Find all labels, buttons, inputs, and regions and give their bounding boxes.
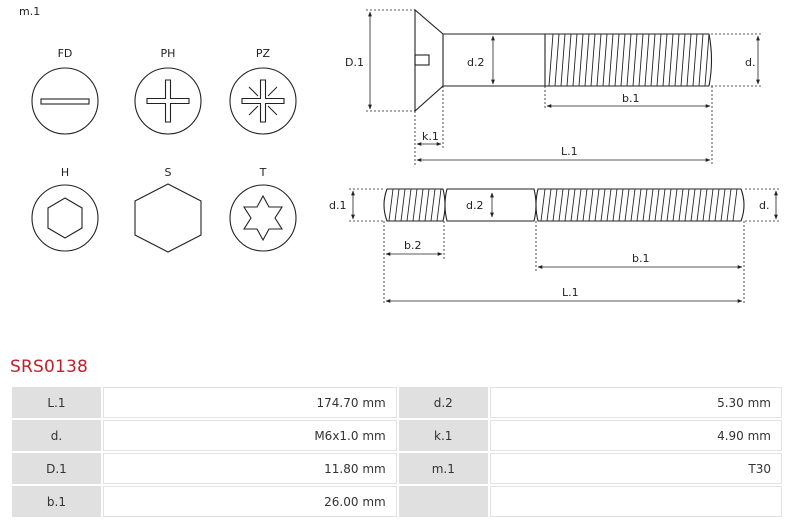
screw-dim-d: d. [745,56,755,69]
screw-dim-L1: L.1 [561,145,578,158]
drive-label-h: H [61,166,69,179]
stud-dimension-lines [349,188,780,305]
torx-icon [229,184,297,252]
drive-label-ph: PH [161,47,176,60]
stud-dim-b2: b.2 [404,239,421,252]
screw-dim-k1: k.1 [422,130,439,143]
spec-label: d.2 [398,387,488,418]
m1-label: m.1 [19,5,40,18]
spec-label: k.1 [398,420,488,451]
drive-label-s: S [165,166,172,179]
stud-bolt-drawing [383,188,745,222]
spec-label: L.1 [12,387,101,418]
table-row: d. M6x1.0 mm k.1 4.90 mm [12,420,782,451]
product-code-title: SRS0138 [10,357,89,377]
stud-dim-d2: d.2 [466,199,483,212]
spec-value: 174.70 mm [102,387,397,418]
drive-label-t: T [259,166,267,179]
spec-label: d. [12,420,101,451]
spec-value: 26.00 mm [102,486,397,517]
table-row: b.1 26.00 mm [12,486,782,517]
spec-value [489,486,782,517]
spec-label: m.1 [398,453,488,484]
technical-drawing: m.1 FD PH PZ H S [19,5,780,305]
stud-dim-L1: L.1 [562,286,579,299]
pozidriv-icon [229,67,297,135]
screw-dim-d2: d.2 [467,56,484,69]
spec-value: M6x1.0 mm [102,420,397,451]
spec-value: T30 [489,453,782,484]
spec-label [398,486,488,517]
spec-value: 5.30 mm [489,387,782,418]
table-row: L.1 174.70 mm d.2 5.30 mm [12,387,782,418]
flat-slot-icon [31,67,99,135]
drive-label-fd: FD [58,47,73,60]
drive-types-legend: FD PH PZ H S T [31,47,297,253]
hex-head-icon [134,183,202,253]
stud-thread-hatching [388,188,738,222]
spec-table: L.1 174.70 mm d.2 5.30 mm d. M6x1.0 mm k… [10,385,784,519]
screw-dimension-lines [366,9,762,165]
table-row: D.1 11.80 mm m.1 T30 [12,453,782,484]
hex-socket-icon [31,184,99,252]
countersunk-screw-drawing [414,8,713,113]
drive-label-pz: PZ [256,47,271,60]
spec-label: D.1 [12,453,101,484]
spec-label: b.1 [12,486,101,517]
screw-thread-hatching [548,33,710,87]
stud-dim-b1: b.1 [632,252,649,265]
stud-dim-d1: d.1 [329,199,346,212]
stud-dim-d: d. [759,199,769,212]
screw-dim-D1: D.1 [345,56,364,69]
spec-value: 11.80 mm [102,453,397,484]
phillips-icon [134,67,202,135]
screw-dim-b1: b.1 [622,92,639,105]
spec-value: 4.90 mm [489,420,782,451]
